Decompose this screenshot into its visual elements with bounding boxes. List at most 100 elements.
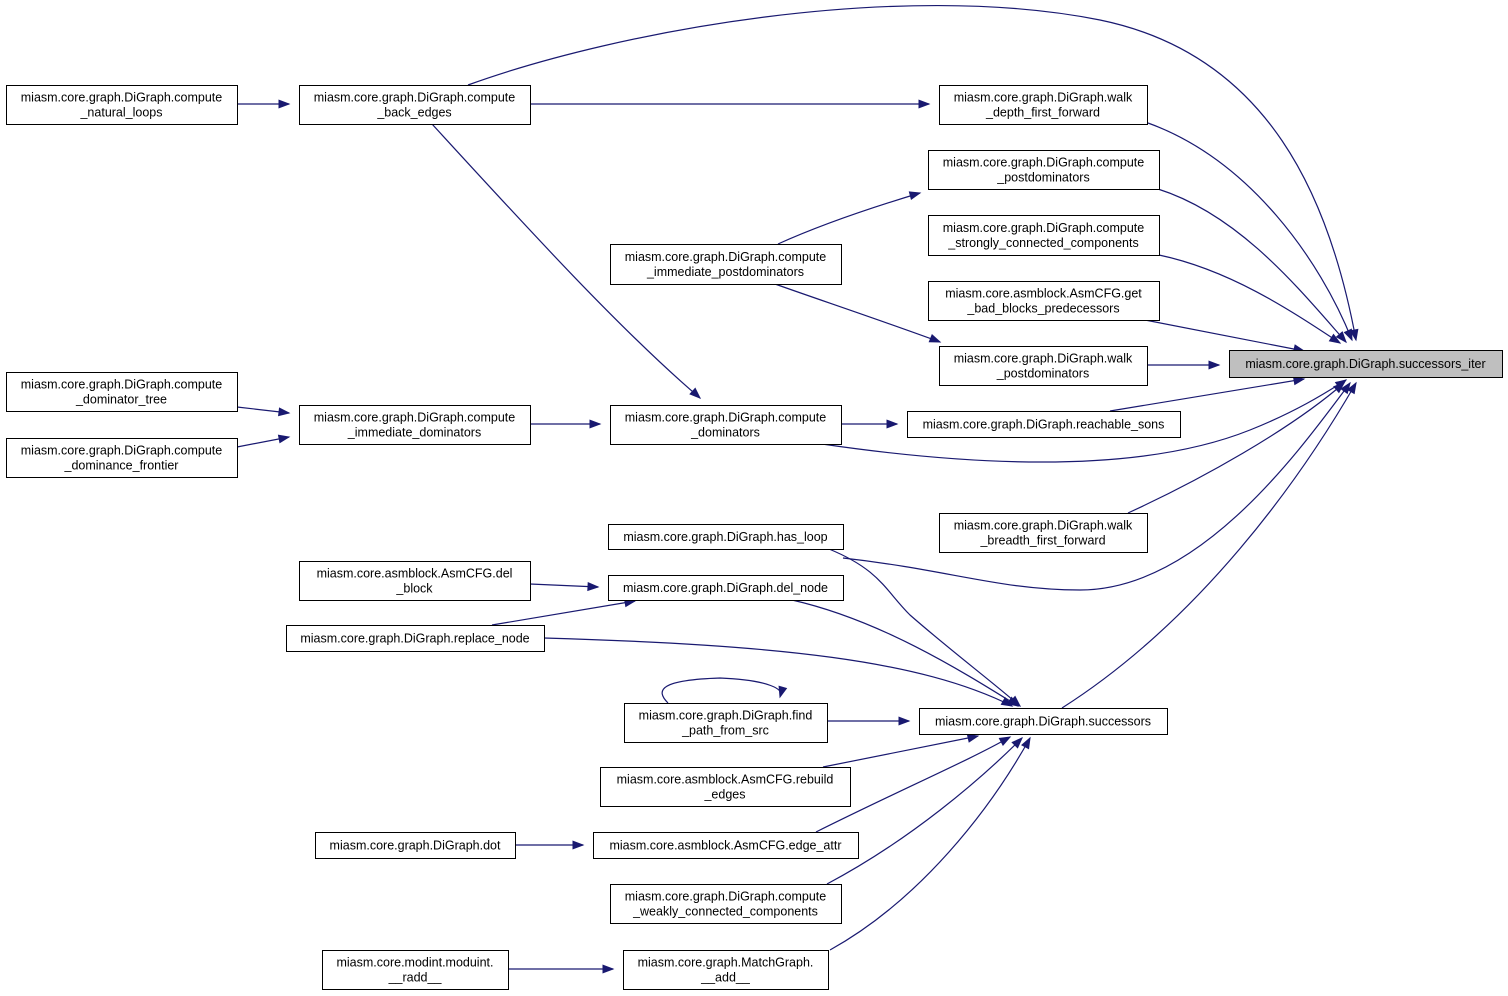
- node-label-line: _immediate_dominators: [347, 426, 481, 440]
- node-label-line: _dominance_frontier: [64, 459, 179, 473]
- node-natural-loops[interactable]: miasm.core.graph.DiGraph.compute_natural…: [6, 85, 238, 125]
- node-label-line: miasm.core.graph.DiGraph.walk: [954, 519, 1133, 533]
- arrowhead-natural-loops-to-back-edges: [278, 99, 291, 109]
- node-box: [608, 575, 844, 601]
- node-match-add[interactable]: miasm.core.graph.MatchGraph.__add__: [623, 950, 829, 990]
- node-label-line: miasm.core.graph.DiGraph.find: [639, 709, 813, 723]
- edge-replace-node-to-successors: [543, 637, 1013, 707]
- arrowhead-dot-to-edge-attr: [572, 840, 585, 850]
- node-reachable-sons[interactable]: miasm.core.graph.DiGraph.reachable_sons: [907, 411, 1181, 438]
- node-walk-postdom[interactable]: miasm.core.graph.DiGraph.walk_postdomina…: [939, 346, 1148, 386]
- node-label-line: miasm.core.graph.DiGraph.has_loop: [623, 530, 827, 544]
- node-box: [928, 281, 1160, 321]
- node-label-line: miasm.core.asmblock.AsmCFG.rebuild: [617, 773, 834, 787]
- arrowhead-back-edges-to-dominators: [689, 387, 702, 399]
- node-box: [299, 405, 531, 445]
- edge-wcc-to-successors: [826, 737, 1023, 885]
- node-del-node[interactable]: miasm.core.graph.DiGraph.del_node: [608, 575, 844, 601]
- node-find-path[interactable]: miasm.core.graph.DiGraph.find_path_from_…: [624, 703, 828, 743]
- node-label-line: miasm.core.graph.DiGraph.compute: [943, 156, 1145, 170]
- node-label-line: __add__: [700, 971, 751, 985]
- node-rebuild-edges[interactable]: miasm.core.asmblock.AsmCFG.rebuild_edges: [600, 767, 851, 807]
- node-bad-blocks[interactable]: miasm.core.asmblock.AsmCFG.get_bad_block…: [928, 281, 1160, 321]
- graph-edges: [236, 5, 1359, 974]
- arrowhead-walk-dff-to-successors-iter: [1343, 328, 1353, 342]
- arrowhead-back-edges-to-successors-iter: [1349, 328, 1359, 342]
- node-label-line: _breadth_first_forward: [979, 534, 1105, 548]
- node-imm-dom[interactable]: miasm.core.graph.DiGraph.compute_immedia…: [299, 405, 531, 445]
- node-label-line: _path_from_src: [681, 724, 769, 738]
- node-box: [600, 767, 851, 807]
- graph-nodes: miasm.core.graph.DiGraph.successors_iter…: [6, 85, 1503, 990]
- node-label-line: miasm.core.graph.DiGraph.compute: [943, 221, 1145, 235]
- node-label-line: miasm.core.graph.DiGraph.walk: [954, 352, 1133, 366]
- edge-successors-to-successors-iter: [1061, 382, 1357, 709]
- edge-find-path-self-loop: [661, 677, 782, 704]
- edge-back-edges-to-dominators: [431, 123, 701, 399]
- node-imm-postdom[interactable]: miasm.core.graph.DiGraph.compute_immedia…: [610, 244, 842, 285]
- node-label-line: _back_edges: [376, 106, 451, 120]
- node-box: [6, 372, 238, 412]
- edge-match-add-to-successors: [829, 737, 1031, 951]
- node-label-line: miasm.core.graph.DiGraph.del_node: [623, 581, 828, 595]
- edge-imm-postdom-to-postdominators: [777, 192, 921, 245]
- arrowhead-dom-tree-to-imm-dom: [278, 407, 291, 417]
- node-dom-tree[interactable]: miasm.core.graph.DiGraph.compute_dominat…: [6, 372, 238, 412]
- node-back-edges[interactable]: miasm.core.graph.DiGraph.compute_back_ed…: [299, 85, 531, 125]
- node-edge-attr[interactable]: miasm.core.asmblock.AsmCFG.edge_attr: [593, 832, 859, 859]
- node-label-line: miasm.core.graph.DiGraph.reachable_sons: [923, 418, 1165, 432]
- edge-walk-dff-to-successors-iter: [1147, 122, 1353, 341]
- node-successors[interactable]: miasm.core.graph.DiGraph.successors: [919, 708, 1168, 735]
- node-label-line: miasm.core.graph.DiGraph.compute: [21, 91, 223, 105]
- node-label-line: miasm.core.graph.DiGraph.compute: [625, 411, 827, 425]
- edge-del-node-to-successors: [791, 599, 1019, 707]
- arrowhead-walk-postdom-to-successors-iter: [1208, 360, 1221, 370]
- node-replace-node[interactable]: miasm.core.graph.DiGraph.replace_node: [286, 625, 545, 652]
- arrowhead-rebuild-edges-to-successors: [966, 733, 980, 743]
- node-box: [286, 625, 545, 652]
- node-box: [928, 215, 1160, 256]
- node-successors-iter[interactable]: miasm.core.graph.DiGraph.successors_iter: [1229, 350, 1503, 378]
- node-scc[interactable]: miasm.core.graph.DiGraph.compute_strongl…: [928, 215, 1160, 256]
- node-box: [610, 884, 842, 924]
- node-label-line: miasm.core.graph.DiGraph.compute: [21, 444, 223, 458]
- node-asm-del-block[interactable]: miasm.core.asmblock.AsmCFG.del_block: [299, 561, 531, 601]
- edge-rebuild-edges-to-successors: [822, 735, 979, 768]
- node-has-loop[interactable]: miasm.core.graph.DiGraph.has_loop: [608, 524, 844, 550]
- node-box: [939, 346, 1148, 386]
- node-box: [299, 561, 531, 601]
- edge-postdominators-to-successors-iter: [1157, 188, 1347, 343]
- node-dominators[interactable]: miasm.core.graph.DiGraph.compute_dominat…: [610, 405, 842, 445]
- node-walk-bff[interactable]: miasm.core.graph.DiGraph.walk_breadth_fi…: [939, 513, 1148, 553]
- node-label-line: _postdominators: [996, 171, 1089, 185]
- edge-imm-postdom-to-walk-postdom: [774, 283, 941, 343]
- node-box: [315, 832, 516, 859]
- node-label-line: miasm.core.graph.DiGraph.compute: [625, 250, 827, 264]
- node-label-line: miasm.core.modint.moduint.: [336, 956, 493, 970]
- node-label-line: _natural_loops: [79, 106, 162, 120]
- arrowhead-imm-dom-to-dominators: [589, 419, 602, 429]
- arrowhead-edge-attr-to-successors: [998, 736, 1012, 746]
- node-label-line: miasm.core.graph.DiGraph.successors_iter: [1245, 357, 1485, 371]
- node-dom-frontier[interactable]: miasm.core.graph.DiGraph.compute_dominan…: [6, 438, 238, 478]
- node-label-line: _weakly_connected_components: [632, 905, 818, 919]
- node-label-line: miasm.core.graph.DiGraph.compute: [21, 378, 223, 392]
- node-label-line: _strongly_connected_components: [947, 236, 1138, 250]
- node-wcc[interactable]: miasm.core.graph.DiGraph.compute_weakly_…: [610, 884, 842, 924]
- node-label-line: _immediate_postdominators: [646, 265, 804, 279]
- edge-edge-attr-to-successors: [815, 736, 1011, 833]
- edge-replace-node-to-del-node: [491, 600, 636, 626]
- arrowhead-dominators-to-reachable-sons: [886, 419, 899, 429]
- node-label-line: _bad_blocks_predecessors: [966, 302, 1119, 316]
- node-walk-dff[interactable]: miasm.core.graph.DiGraph.walk_depth_firs…: [939, 85, 1148, 125]
- node-label-line: miasm.core.graph.DiGraph.replace_node: [300, 632, 529, 646]
- node-postdominators[interactable]: miasm.core.graph.DiGraph.compute_postdom…: [928, 150, 1160, 190]
- node-dot[interactable]: miasm.core.graph.DiGraph.dot: [315, 832, 516, 859]
- node-box: [624, 703, 828, 743]
- node-box: [939, 513, 1148, 553]
- arrowhead-successors-to-successors-iter: [1346, 381, 1357, 395]
- node-radd[interactable]: miasm.core.modint.moduint.__radd__: [322, 950, 509, 990]
- node-box: [6, 85, 238, 125]
- node-label-line: miasm.core.graph.DiGraph.compute: [314, 91, 516, 105]
- arrowhead-find-path-self-loop: [778, 685, 788, 699]
